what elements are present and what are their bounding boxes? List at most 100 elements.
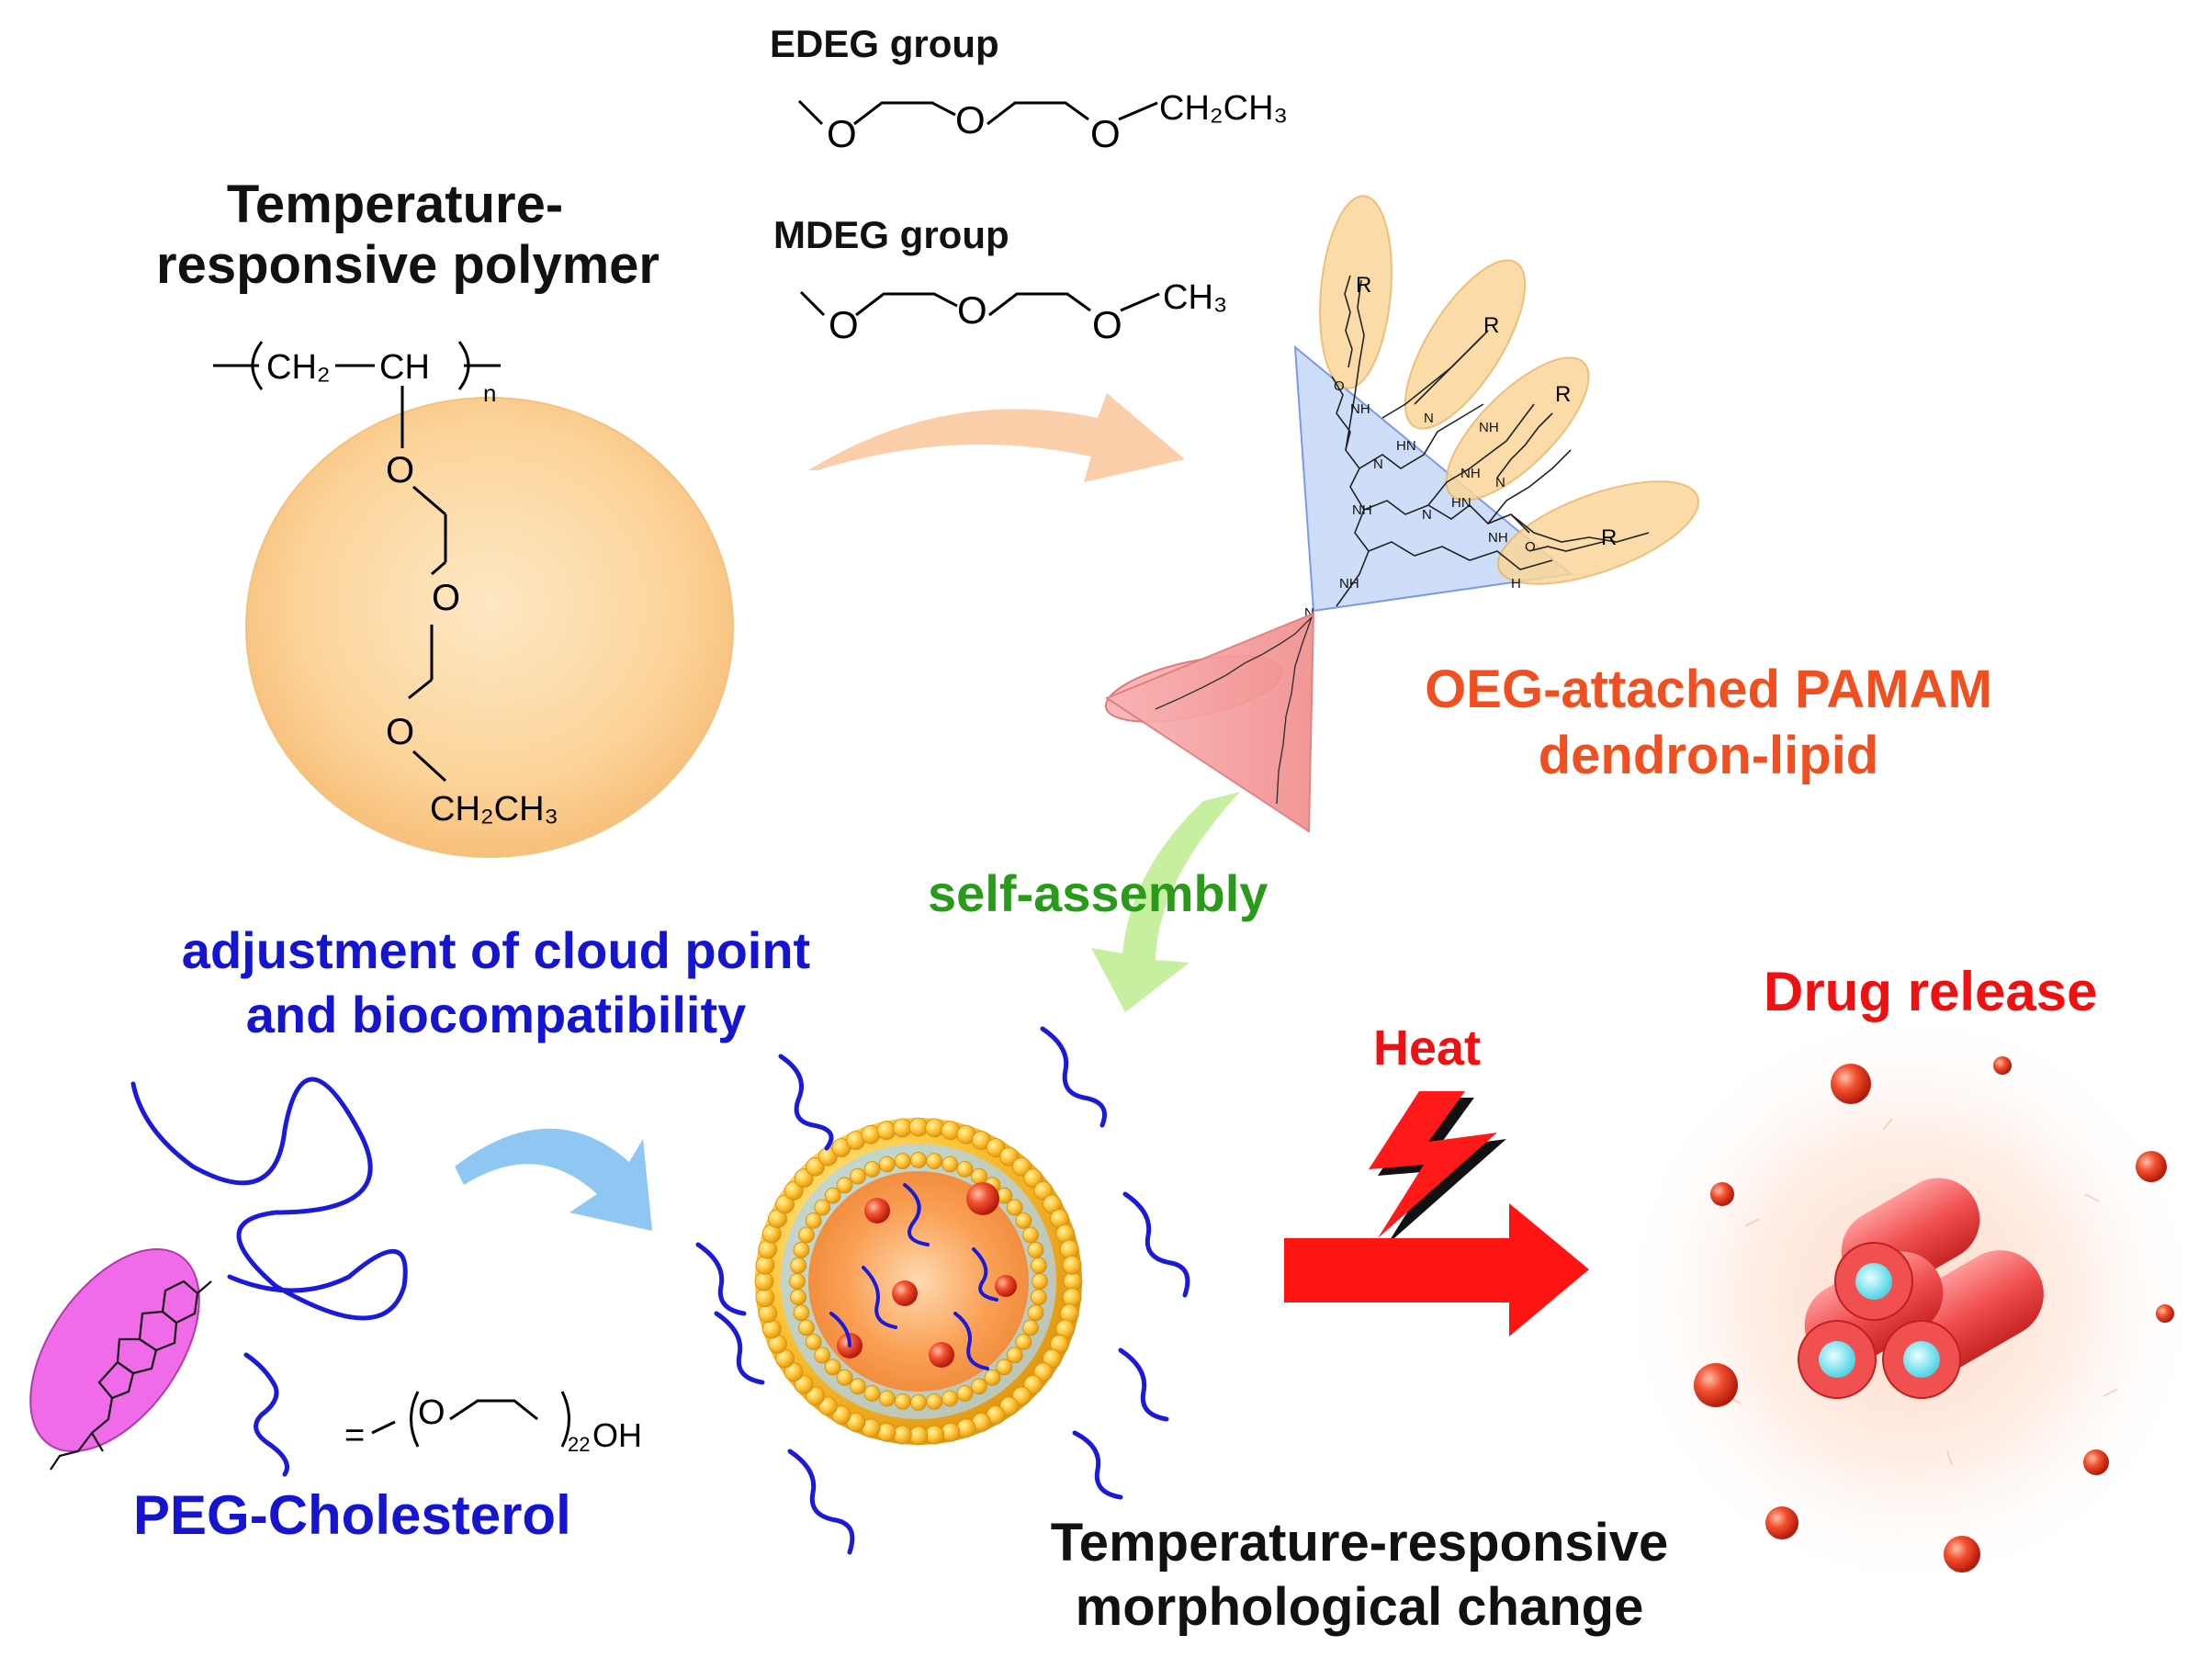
svg-text:N: N (1373, 457, 1383, 472)
bilayer-bead (1059, 1239, 1079, 1259)
svg-text:NH: NH (1460, 466, 1481, 481)
bilayer-bead (984, 1369, 1001, 1386)
polymer-backbone (213, 341, 501, 448)
backbone-ch: CH (379, 348, 430, 387)
bilayer-bead (798, 1319, 815, 1336)
svg-text:NH: NH (1339, 576, 1359, 592)
bilayer-bead (996, 1359, 1013, 1376)
r-group-4: R (1601, 525, 1617, 550)
bilayer-bead (893, 1118, 912, 1138)
mdeg-oxygen-3: O (1092, 303, 1122, 346)
bilayer-bead (794, 1168, 814, 1188)
bilayer-bead (910, 1152, 927, 1168)
bilayer-bead (755, 1288, 775, 1307)
bilayer-bead (814, 1347, 831, 1364)
bilayer-bead (941, 1422, 961, 1442)
morph-caption: Temperature-responsive morphological cha… (983, 1511, 1736, 1640)
bilayer-bead (1043, 1348, 1062, 1369)
edeg-ethyl: CH₂CH₃ (1159, 89, 1288, 128)
bilayer-bead (805, 1334, 822, 1350)
bilayer-bead (793, 1304, 810, 1322)
bilayer-bead (956, 1161, 974, 1178)
bilayer-bead (876, 1121, 896, 1141)
bilayer-bead (1031, 1257, 1047, 1274)
bilayer-bead (755, 1256, 775, 1275)
bilayer-bead (971, 1378, 987, 1395)
bilayer-bead (794, 1375, 814, 1394)
bilayer-bead (894, 1393, 911, 1410)
drug-release-cluster (1617, 1006, 2204, 1594)
bilayer-bead (910, 1394, 927, 1411)
adjust-caption-line2: and biocompatibility (245, 986, 747, 1043)
svg-text:NH: NH (1350, 401, 1370, 417)
bilayer-bead (942, 1156, 959, 1173)
svg-text:N: N (1424, 411, 1434, 426)
bilayer-bead (790, 1257, 806, 1274)
edeg-chain (797, 99, 1158, 126)
bilayer-bead (754, 1271, 774, 1291)
svg-text:NH: NH (1352, 502, 1372, 518)
bilayer-bead (814, 1199, 831, 1216)
svg-text:N: N (1495, 475, 1505, 490)
bilayer-bead (817, 1396, 838, 1416)
dendron-title-line1: OEG-attached PAMAM (1425, 660, 1992, 719)
bilayer-bead (1023, 1168, 1043, 1188)
lightning-bolt-icon (1369, 1091, 1506, 1245)
peach-curved-arrow-icon (808, 393, 1185, 482)
svg-text:HN: HN (1396, 438, 1416, 454)
bilayer-bead (926, 1393, 943, 1410)
bilayer-bead (942, 1390, 959, 1407)
svg-text:N: N (1304, 605, 1314, 621)
edeg-oxygen-1: O (827, 112, 857, 155)
peg-cholesterol-label: PEG-Cholesterol (133, 1484, 571, 1546)
bilayer-bead (1062, 1256, 1082, 1275)
r-group-2: R (1483, 313, 1499, 338)
bilayer-bead (758, 1303, 778, 1324)
r-group-1: R (1356, 273, 1371, 298)
self-assembly-label: self-assembly (928, 864, 1268, 922)
peg-cholesterol: = O 22 OH (29, 1077, 642, 1477)
side-chain-oxygen-3: O (386, 712, 414, 752)
edeg-oxygen-3: O (1090, 112, 1121, 155)
peg-oh: OH (592, 1416, 642, 1454)
bilayer-bead (986, 1138, 1006, 1157)
bilayer-bead (806, 1386, 825, 1406)
bilayer-bead (1015, 1212, 1032, 1229)
liposome (695, 1026, 1190, 1555)
bilayer-bead (925, 1425, 944, 1445)
bilayer-bead (999, 1396, 1020, 1416)
mdeg-oxygen-1: O (829, 303, 859, 346)
bilayer-bead (1027, 1304, 1044, 1322)
bilayer-bead (1015, 1334, 1032, 1350)
bilayer-bead (1023, 1375, 1043, 1394)
bilayer-bead (831, 1405, 851, 1425)
bilayer-bead (836, 1177, 853, 1194)
bilayer-bead (1027, 1241, 1044, 1258)
bilayer-bead (971, 1167, 987, 1185)
r-group-3: R (1555, 382, 1571, 407)
bilayer-bead (863, 1161, 881, 1178)
mdeg-label: MDEG group (773, 213, 1009, 256)
edeg-oxygen-2: O (955, 98, 986, 141)
bilayer-bead (1022, 1319, 1039, 1336)
bilayer-bead (1031, 1289, 1047, 1306)
bilayer-bead (836, 1369, 853, 1386)
bilayer-bead (1006, 1347, 1023, 1364)
bilayer-bead (784, 1362, 804, 1382)
bilayer-bead (908, 1426, 929, 1446)
svg-text:NH: NH (1479, 420, 1499, 435)
morph-caption-line1: Temperature-responsive (1050, 1513, 1669, 1573)
side-chain-ethyl: CH₂CH₃ (430, 790, 558, 829)
red-right-arrow-icon (1284, 1203, 1589, 1336)
bilayer-bead (925, 1118, 944, 1138)
bilayer-bead (775, 1194, 795, 1214)
bilayer-bead (1012, 1156, 1032, 1177)
blue-curved-arrow-icon (455, 1128, 652, 1231)
peg-oxygen: O (418, 1393, 445, 1432)
mdeg-methyl: CH₃ (1163, 278, 1227, 317)
morph-caption-line2: morphological change (1075, 1577, 1644, 1637)
bilayer-bead (878, 1390, 896, 1407)
bilayer-bead (926, 1153, 943, 1169)
